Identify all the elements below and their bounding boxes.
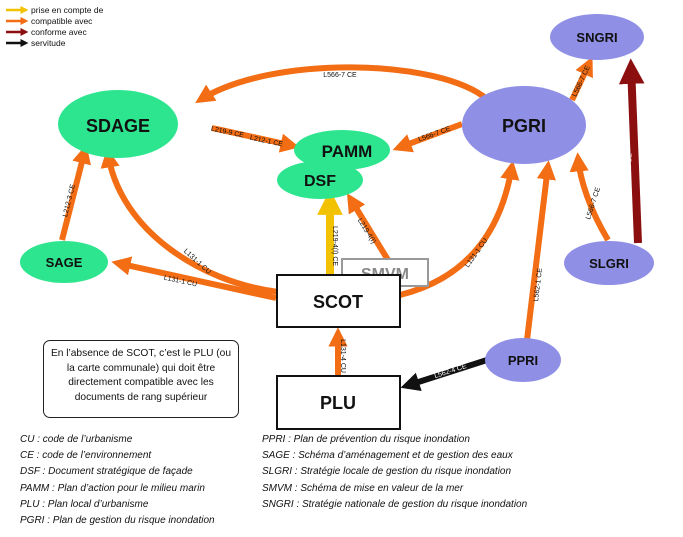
glossary-item: SLGRI : Stratégie locale de gestion du r…: [262, 466, 512, 478]
legend-item-prise-en-compte: prise en compte de: [6, 5, 104, 15]
edge-ppri-pgri: [524, 160, 556, 341]
legend-label: prise en compte de: [31, 5, 104, 15]
edge-scot-pgri: [399, 160, 520, 298]
edge-label: L131-4 CU: [339, 339, 346, 373]
edge-label: L562-1 CE: [533, 267, 544, 301]
glossary-item: DSF : Document stratégique de façade: [20, 466, 193, 478]
node-label: PLU: [320, 393, 356, 413]
edge-smvm-dsf: [346, 193, 391, 262]
legend-item-compatible: compatible avec: [6, 16, 93, 26]
node-pgri: [462, 86, 586, 164]
edge-pgri-sngri: [569, 56, 593, 102]
edge-label: L219-4(I) CE: [331, 226, 338, 266]
node-label: SNGRI: [576, 30, 617, 45]
edge-ppri-plu: [400, 357, 488, 392]
edge-sdage-pamm: [211, 125, 300, 153]
node-label: PGRI: [502, 116, 546, 136]
edge-label: L131-1 CU: [464, 237, 489, 269]
glossary-right: PPRI : Plan de prévention du risque inon…: [262, 432, 527, 513]
node-scot: [276, 274, 401, 328]
edge-label: L212-1 CE: [249, 135, 284, 149]
node-ppri: [485, 338, 561, 382]
edge-label: L566-7 CE: [323, 72, 357, 79]
legend-label: servitude: [31, 38, 66, 48]
node-label: PPRI: [508, 353, 538, 368]
nodes: SDAGE PAMM DSF PGRI SNGRI SAGE SLGRI PPR…: [20, 14, 654, 430]
glossary-item: PLU : Plan local d’urbanisme: [20, 498, 149, 510]
node-sngri: [550, 14, 644, 60]
edge-sage-sdage: [59, 144, 91, 241]
edge-label: L219-9 CE: [210, 126, 245, 140]
edge-pgri-sdage: [195, 64, 490, 104]
edge-label: L566-8 CE: [625, 153, 633, 187]
edge-label: L566-7 CE: [571, 64, 592, 98]
node-sage: [20, 241, 108, 283]
node-label: SDAGE: [86, 116, 150, 136]
edge-pgri-pamm: [392, 121, 464, 153]
node-label: SCOT: [313, 292, 363, 312]
node-label: SLGRI: [589, 256, 629, 271]
glossary-item: PPRI : Plan de prévention du risque inon…: [262, 434, 470, 445]
glossary-item: CE : code de l’environnement: [20, 450, 152, 462]
glossary-item: PGRI : Plan de gestion du risque inondat…: [20, 515, 215, 527]
glossary-item: SNGRI : Stratégie nationale de gestion d…: [262, 498, 528, 510]
glossary-item: PAMM : Plan d’action pour le milieu mari…: [20, 482, 205, 494]
glossary-item: SAGE : Schéma d’aménagement et de gestio…: [262, 450, 513, 462]
node-sdage: [58, 90, 178, 158]
legend-item-servitude: servitude: [6, 38, 66, 48]
note-box: En l’absence de SCOT, c’est le PLU (ou l…: [43, 340, 239, 418]
node-label: PAMM: [322, 142, 373, 161]
node-plu: [276, 375, 401, 430]
edge-scot-sdage: [100, 148, 279, 295]
node-slgri: [564, 241, 654, 285]
glossary-left: CU : code de l’urbanisme CE : code de l’…: [20, 432, 215, 529]
edge-label: L566-7 CE: [418, 125, 452, 143]
legend-label: conforme avec: [31, 27, 87, 37]
glossary-item: SMVM : Schéma de mise en valeur de la me…: [262, 482, 464, 494]
edge-scot-sage: [111, 256, 277, 301]
edge-slgri-sngri: [618, 58, 645, 244]
edge-slgri-pgri: [569, 152, 611, 242]
glossary-item: CU : code de l’urbanisme: [20, 434, 133, 445]
edge-label: L562-4 CE: [434, 363, 468, 380]
legend-item-conforme: conforme avec: [6, 27, 87, 37]
legend-label: compatible avec: [31, 16, 93, 26]
node-dsf: [277, 161, 363, 199]
node-label: SAGE: [46, 255, 83, 270]
legend: prise en compte de compatible avec confo…: [6, 5, 104, 48]
node-label: DSF: [304, 173, 336, 190]
node-pamm: [294, 130, 390, 170]
